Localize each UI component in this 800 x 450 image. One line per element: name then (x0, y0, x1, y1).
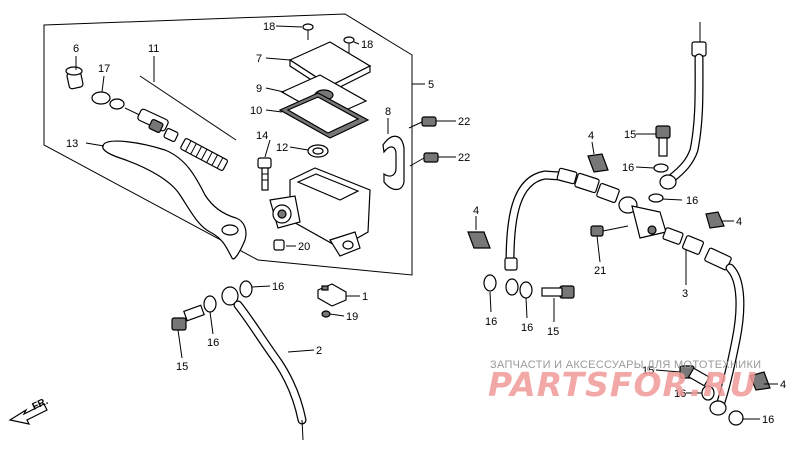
part-15-banjo-bolt-left (171, 304, 205, 331)
part-16-washer-r2 (728, 410, 744, 426)
part-18-cover-screw-2 (343, 36, 355, 53)
front-direction-arrow: FR. (8, 396, 50, 425)
part-1-brake-light-switch (317, 283, 347, 307)
part-4-hose-clamp-c (705, 211, 725, 229)
assembly-outline-frame (43, 13, 413, 276)
part-17-circlip (91, 91, 111, 105)
callout-11: 11 (148, 43, 159, 55)
part-15-banjo-bolt-top (655, 125, 671, 157)
part-4-hose-clamp-a (587, 153, 609, 173)
part-22-holder-bolt-2 (409, 152, 439, 167)
master-cylinder-body (269, 167, 371, 257)
callout-16-g: 16 (674, 388, 686, 400)
callout-4-b: 4 (473, 205, 479, 217)
part-7-reservoir-cap (288, 41, 372, 87)
part-16-washer-mid (648, 193, 664, 203)
part-2-brake-hose-top (659, 22, 707, 190)
callout-9: 9 (256, 83, 262, 95)
watermark-subtitle: ЗАПЧАСТИ И АКСЕССУАРЫ ДЛЯ МОТОТЕХНИКИ (490, 359, 761, 371)
callout-1: 1 (362, 291, 368, 303)
lever-pivot-hole (221, 224, 239, 236)
part-16-washer-b2 (505, 278, 519, 296)
callout-15-c: 15 (547, 326, 559, 338)
callout-22-b: 22 (458, 152, 470, 164)
callout-12: 12 (276, 142, 288, 154)
callout-13: 13 (66, 138, 78, 150)
callout-16-f: 16 (521, 322, 533, 334)
callout-6: 6 (73, 43, 79, 55)
callout-4-a: 4 (588, 130, 594, 142)
part-16-washer-b1 (483, 274, 497, 292)
part-11-piston-set (124, 75, 237, 171)
part-18-cover-screw (302, 23, 314, 40)
watermark: ЗАПЧАСТИ И АКСЕССУАРЫ ДЛЯ МОТОТЕХНИКИ PA… (488, 359, 761, 404)
callout-10: 10 (250, 105, 262, 117)
callout-22-a: 22 (458, 116, 470, 128)
callout-17: 17 (98, 63, 110, 75)
part-16-washer-top (653, 163, 669, 173)
callout-7: 7 (256, 53, 262, 65)
part-4-hose-clamp-d (749, 371, 771, 391)
watermark-brand: PARTSFOR.RU (488, 365, 757, 404)
callout-16-c: 16 (622, 162, 634, 174)
part-21-joint-bolt (590, 225, 629, 237)
callout-2: 2 (316, 345, 322, 357)
callout-19: 19 (346, 311, 358, 323)
callout-16-d: 16 (686, 195, 698, 207)
diaphragm-inner (286, 96, 360, 134)
callout-18-a: 18 (263, 21, 275, 33)
part-16-washer-left-2 (239, 280, 253, 298)
part-19-switch-screw (321, 310, 331, 318)
part-2-brake-hose-upper (221, 286, 307, 441)
part-8-clamp-holder (382, 135, 405, 191)
part-16-washer-b3 (519, 281, 533, 299)
callout-20: 20 (298, 241, 310, 253)
callout-15-b: 15 (624, 129, 636, 141)
part-3-brake-hose-lower (504, 167, 745, 416)
part-22-holder-bolt (408, 116, 437, 129)
callout-16-e: 16 (485, 316, 497, 328)
callout-14: 14 (256, 130, 268, 142)
callout-16-b: 16 (207, 337, 219, 349)
callout-labels: 6 17 11 13 14 12 18 18 7 9 10 8 5 22 22 … (66, 21, 786, 426)
part-15-banjo-bolt-bottom (541, 285, 575, 299)
callout-8: 8 (385, 106, 391, 118)
leader-lines (75, 25, 778, 420)
part-13-brake-lever (102, 140, 247, 260)
part-6-piston-boot (65, 66, 84, 90)
seal-ring-inner (312, 147, 324, 155)
callout-16-a: 16 (272, 281, 284, 293)
callout-4-c: 4 (736, 216, 742, 228)
callout-5: 5 (428, 79, 434, 91)
part-17-washer (109, 98, 125, 110)
callout-4-d: 4 (780, 379, 786, 391)
part-14-pivot-bolt (257, 157, 272, 191)
callout-21: 21 (594, 265, 606, 277)
callout-15-a: 15 (176, 361, 188, 373)
callout-15-d: 15 (642, 365, 654, 377)
callout-3: 3 (682, 288, 688, 300)
part-15-banjo-bolt-right (679, 365, 711, 387)
callout-16-h: 16 (762, 414, 774, 426)
part-16-washer-left (203, 295, 217, 313)
part-4-hose-clamp-b (467, 231, 491, 249)
callout-18-b: 18 (361, 39, 373, 51)
part-20-mirror-bolt (273, 239, 285, 251)
